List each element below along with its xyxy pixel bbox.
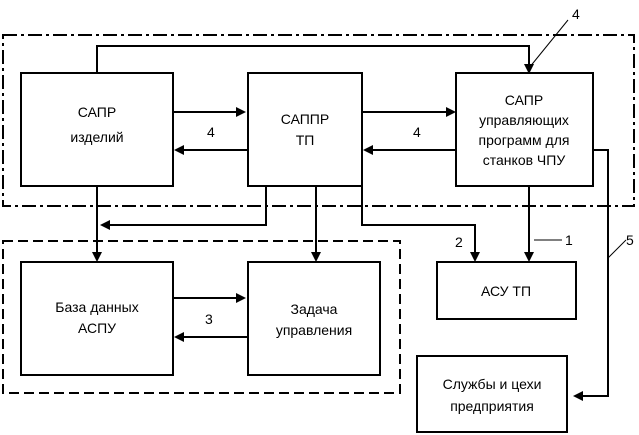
sapr-up-line-4: станков ЧПУ: [483, 152, 566, 168]
sapr-up-line-3: программ для: [479, 132, 570, 148]
zadacha-line-2: управления: [276, 322, 352, 338]
cad-group-boundary: [2, 34, 635, 207]
sluzhby-line-1: Службы и цехи: [443, 376, 542, 392]
connector-up-to-services: [581, 149, 609, 397]
arrow-head: [236, 107, 246, 117]
label-to-services: 5: [626, 232, 634, 248]
baza-dannykh-line-1: База данных: [55, 299, 138, 315]
sappr-tp-line-1: САППР: [281, 111, 329, 127]
sapr-up-line-1: САПР: [505, 92, 543, 108]
arrow-head: [363, 145, 373, 155]
arrow-head: [92, 252, 102, 262]
box-asu-tp: [436, 261, 577, 320]
leader-label-to-services: [607, 239, 627, 259]
asu-tp-label: АСУ ТП: [481, 283, 531, 299]
arrow-head: [573, 391, 583, 401]
label-to-asu-left: 2: [455, 234, 463, 250]
arrow-head: [470, 252, 480, 262]
box-sapr-izdeliy: [20, 72, 174, 187]
aspu-group-boundary: [2, 240, 401, 394]
sappr-tp-line-2: ТП: [296, 132, 315, 148]
sapr-up-line-2: управляющих: [479, 112, 569, 128]
label-top-right: 4: [572, 6, 580, 22]
sluzhby-line-2: предприятия: [450, 398, 534, 414]
arrow-head: [524, 64, 534, 74]
label-db-link: 3: [205, 311, 213, 327]
sapr-izdeliy-line-1: САПР: [78, 104, 116, 120]
connector-izdeliy-to-up-top: [96, 45, 530, 72]
zadacha-line-1: Задача: [291, 301, 338, 317]
connector-sappr-to-db: [108, 186, 267, 226]
sapr-izdeliy-line-2: изделий: [70, 129, 123, 145]
arrow-head: [524, 252, 534, 262]
box-sluzhby: [416, 355, 568, 433]
baza-dannykh-line-2: АСПУ: [78, 320, 116, 336]
arrow-head: [236, 293, 246, 303]
arrow-head: [446, 107, 456, 117]
leader-label-top-right: [528, 19, 569, 69]
box-zadacha: [247, 261, 381, 376]
label-right-link: 4: [413, 124, 421, 140]
arrow-head: [311, 252, 321, 262]
label-left-link: 4: [207, 124, 215, 140]
box-sappr-tp: [247, 72, 363, 187]
label-to-asu-right: 1: [565, 232, 573, 248]
box-sapr-up: [455, 72, 594, 187]
arrow-head: [174, 332, 184, 342]
box-baza-dannykh: [20, 261, 174, 376]
connector-sappr-to-asu: [361, 186, 476, 254]
arrow-head: [100, 220, 110, 230]
arrow-head: [174, 145, 184, 155]
